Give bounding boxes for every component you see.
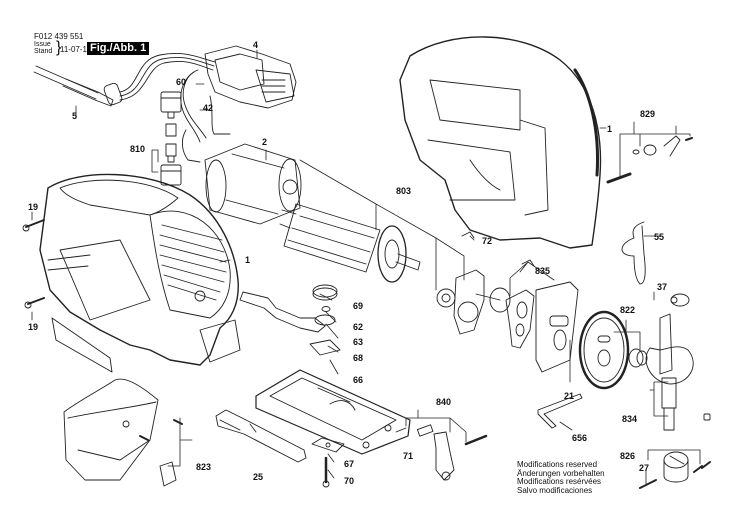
power-cord-drawing — [33, 52, 216, 107]
housing-right-drawing — [399, 36, 602, 249]
part-label-656[interactable]: 656 — [572, 433, 588, 443]
part-label-834[interactable]: 834 — [622, 414, 638, 424]
leader-lines — [31, 49, 701, 485]
notice-line: Änderungen vorbehalten — [517, 468, 605, 478]
blade-holder-drawing — [639, 451, 711, 489]
part-label-27[interactable]: 27 — [639, 463, 650, 473]
plunger-drawing — [645, 293, 711, 431]
support-roller-drawing — [416, 424, 488, 481]
field-stator-drawing — [204, 143, 302, 225]
switch-drawing — [180, 45, 297, 163]
brace-glyph: } — [56, 39, 62, 56]
spring-wire-drawing — [621, 221, 646, 285]
part-label-69[interactable]: 69 — [353, 301, 364, 311]
part-label-19-bottom[interactable]: 19 — [28, 322, 39, 332]
issue-date: 11-07-18 — [60, 45, 92, 54]
gear-drawing — [578, 310, 648, 390]
part-label-25[interactable]: 25 — [253, 472, 264, 482]
slide-drawing — [215, 409, 307, 463]
armature-drawing — [279, 203, 456, 308]
figure-label: Fig./Abb. 1 — [87, 42, 150, 55]
part-label-823[interactable]: 823 — [196, 462, 212, 472]
carbon-brush-drawing — [160, 91, 182, 186]
part-label-60[interactable]: 60 — [176, 77, 187, 87]
part-label-835[interactable]: 835 — [535, 266, 551, 276]
part-label-826[interactable]: 826 — [620, 451, 636, 461]
part-label-19-top[interactable]: 19 — [28, 202, 39, 212]
notice-line: Salvo modificaciones — [517, 485, 593, 495]
gearbox-plates-drawing — [453, 269, 579, 373]
protective-cover-drawing — [63, 378, 183, 487]
part-label-67[interactable]: 67 — [344, 459, 355, 469]
part-label-37[interactable]: 37 — [657, 282, 668, 292]
part-label-42[interactable]: 42 — [203, 103, 214, 113]
part-label-72[interactable]: 72 — [482, 236, 493, 246]
part-label-62[interactable]: 62 — [353, 322, 364, 332]
part-label-840[interactable]: 840 — [436, 397, 452, 407]
part-label-1-right[interactable]: 1 — [607, 124, 613, 134]
part-label-70[interactable]: 70 — [344, 476, 355, 486]
issue-label-en: Issue — [34, 41, 51, 48]
part-label-63[interactable]: 63 — [353, 337, 364, 347]
part-label-71[interactable]: 71 — [403, 451, 414, 461]
issue-label-de: Stand — [34, 48, 53, 55]
part-label-68[interactable]: 68 — [353, 353, 364, 363]
lever-set-drawing — [606, 135, 693, 184]
part-label-810[interactable]: 810 — [130, 144, 146, 154]
part-label-822[interactable]: 822 — [620, 305, 636, 315]
part-label-2[interactable]: 2 — [262, 137, 268, 147]
part-label-1-left[interactable]: 1 — [245, 255, 251, 265]
part-label-21[interactable]: 21 — [564, 391, 575, 401]
issue-label: Issue Stand — [34, 41, 52, 55]
housing-left-drawing — [39, 173, 241, 373]
part-label-803[interactable]: 803 — [396, 186, 412, 196]
notice-line: Modifications resérvées — [517, 477, 602, 486]
part-label-66[interactable]: 66 — [353, 375, 364, 385]
part-label-4[interactable]: 4 — [253, 40, 259, 50]
document-number: F012 439 551 — [34, 32, 84, 41]
notice-line: Modifications reserved — [517, 460, 598, 469]
part-label-55[interactable]: 55 — [654, 232, 665, 242]
screws-19-drawing — [22, 219, 45, 309]
lever-assembly-drawing — [239, 284, 341, 356]
base-plate-drawing — [255, 369, 411, 455]
hex-key-drawing — [537, 393, 583, 429]
modifications-notice: Modifications reserved Änderungen vorbeh… — [517, 460, 605, 495]
clamp-plate-drawing — [311, 437, 345, 488]
part-label-5[interactable]: 5 — [72, 111, 78, 121]
clips-drawing — [461, 231, 535, 267]
part-label-829[interactable]: 829 — [640, 109, 656, 119]
